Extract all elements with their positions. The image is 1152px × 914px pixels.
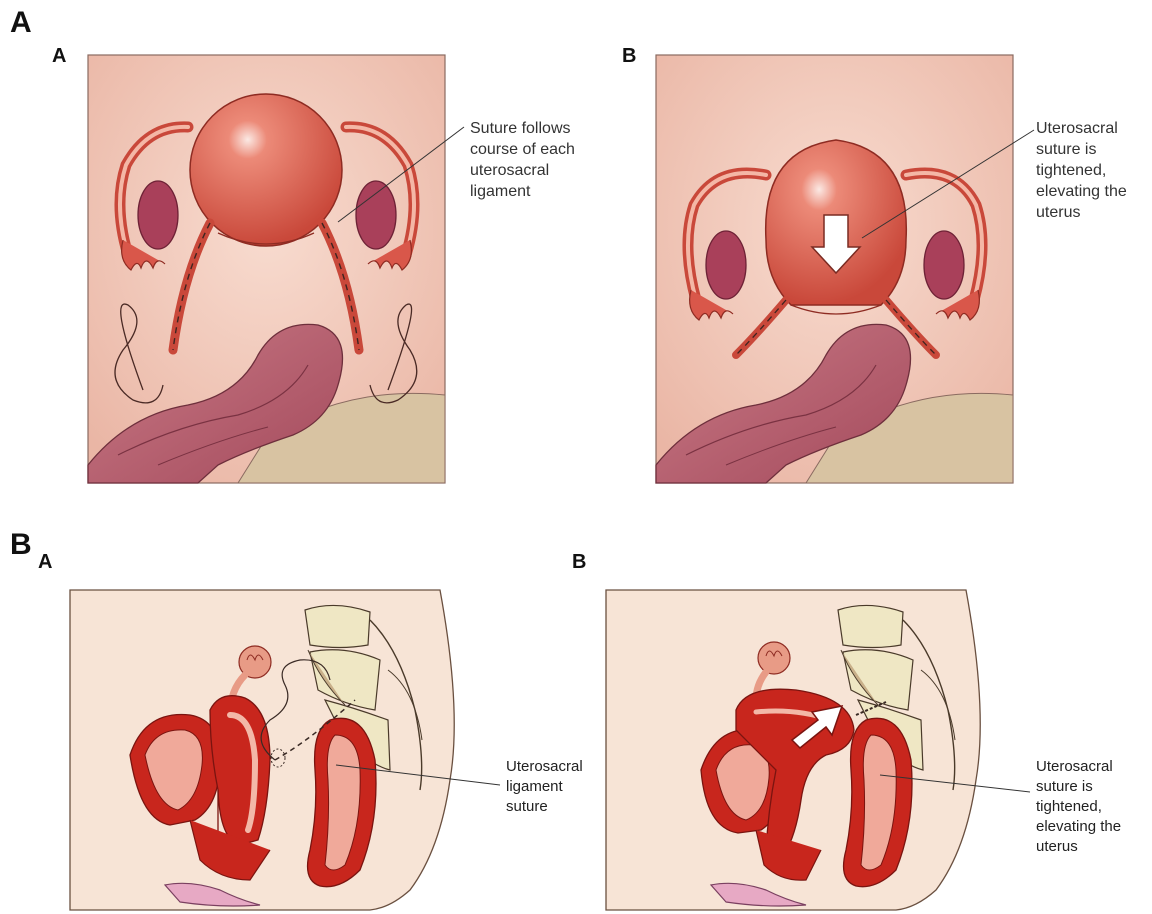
figure-b-panel-b-annotation: Uterosacral suture is tightened, elevati… [1036, 757, 1121, 857]
figure-a-panel-b-illustration [656, 55, 1013, 483]
figure-a-panel-a-letter: A [52, 46, 66, 66]
figure-a-panel-a-illustration [88, 55, 445, 483]
left-ovary [706, 231, 746, 299]
figure-b-panel-b-illustration [606, 590, 1006, 910]
figure-b-panel-a-illustration [70, 590, 470, 910]
figure-b-letter: B [10, 530, 32, 560]
right-ovary [924, 231, 964, 299]
figure-b-panel-b-letter: B [572, 552, 586, 572]
figure-b-panel-a-letter: A [38, 552, 52, 572]
figure-b-panel-a-annotation: Uterosacral ligament suture [506, 757, 583, 817]
figure-a-panel-b-annotation: Uterosacral suture is tightened, elevati… [1036, 118, 1127, 223]
left-ovary [138, 181, 178, 249]
right-ovary [356, 181, 396, 249]
figure-a-panel-a-annotation: Suture follows course of each uterosacra… [470, 118, 575, 202]
figure-a-panel-b-letter: B [622, 46, 636, 66]
figure-a-letter: A [10, 8, 32, 38]
ovary [758, 642, 790, 674]
